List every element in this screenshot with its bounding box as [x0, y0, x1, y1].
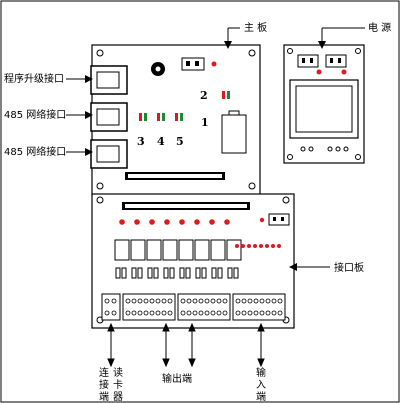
svg-text:输出端: 输出端 [162, 372, 192, 385]
svg-text:输: 输 [256, 366, 266, 379]
label-main-board: 主 板 [244, 21, 267, 34]
svg-text:端: 端 [99, 390, 109, 403]
interface-board [91, 193, 295, 329]
label-input-port: 输 入 端 [256, 366, 266, 403]
callout-lines [66, 27, 365, 368]
svg-text:连: 连 [99, 366, 109, 379]
svg-text:端: 端 [256, 390, 266, 403]
label-485-port-1: 485 网络接口 [4, 108, 66, 121]
label-output-port: 输出端 [162, 372, 192, 385]
label-interface-board: 接口板 [334, 261, 364, 274]
svg-text:器: 器 [113, 391, 123, 403]
label-program-port: 程序升级接口 [4, 72, 64, 85]
board-number-4: 4 [157, 135, 165, 148]
board-number-2: 2 [200, 89, 208, 102]
label-reader-port: 连 接 端 读 卡 器 [99, 366, 123, 403]
board-number-1: 1 [201, 116, 209, 129]
svg-text:卡: 卡 [113, 378, 123, 391]
main-board: 2 1 3 4 5 [90, 44, 261, 196]
svg-text:接: 接 [99, 378, 109, 391]
label-power: 电 源 [368, 21, 391, 34]
label-485-port-2: 485 网络接口 [4, 145, 66, 158]
board-number-3: 3 [137, 135, 145, 148]
svg-text:读: 读 [113, 366, 123, 379]
terminal-blocks [101, 293, 286, 321]
board-number-5: 5 [176, 135, 184, 148]
svg-text:入: 入 [256, 380, 266, 391]
power-board [283, 44, 365, 164]
